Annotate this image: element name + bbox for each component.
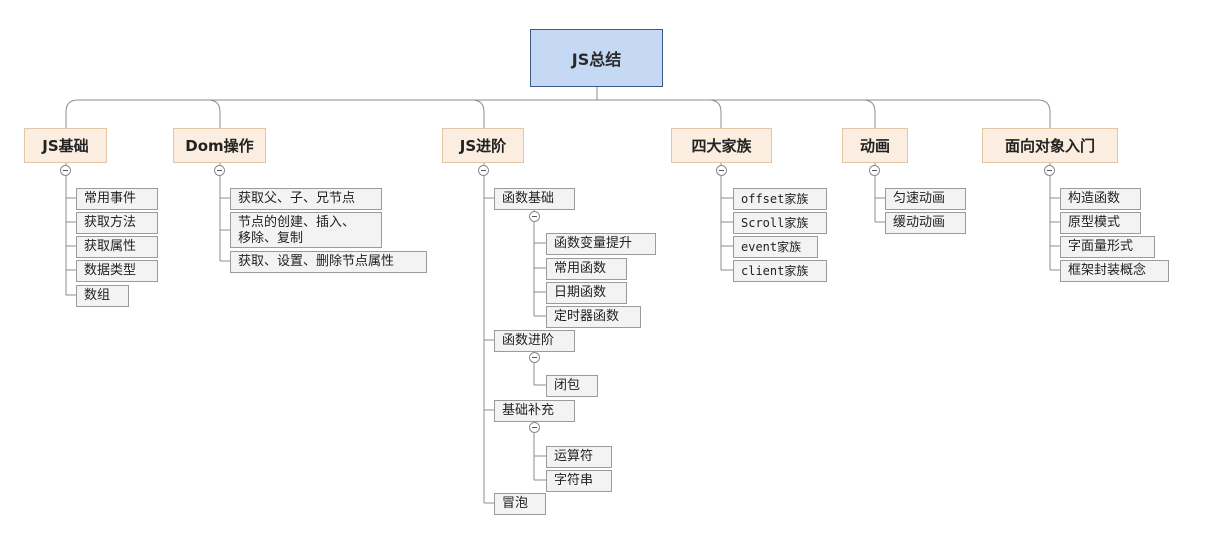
category-label: JS进阶 — [459, 137, 507, 155]
leaf-node[interactable]: 缓动动画 — [885, 212, 966, 234]
category-animation[interactable]: 动画 — [842, 128, 908, 163]
category-connector — [65, 99, 79, 128]
collapse-icon[interactable] — [60, 165, 71, 176]
leaf-node[interactable]: 框架封装概念 — [1060, 260, 1169, 282]
category-label: 面向对象入门 — [1004, 137, 1095, 155]
category-connector — [471, 99, 485, 128]
category-label: 四大家族 — [691, 137, 752, 155]
category-dom[interactable]: Dom操作 — [173, 128, 266, 163]
leaf-node[interactable]: 字符串 — [546, 470, 612, 492]
category-js-basics[interactable]: JS基础 — [24, 128, 107, 163]
leaf-node[interactable]: 获取方法 — [76, 212, 158, 234]
root-node[interactable]: JS总结 — [530, 29, 663, 87]
category-label: Dom操作 — [185, 137, 254, 155]
leaf-node[interactable]: 数据类型 — [76, 260, 158, 282]
leaf-node[interactable]: 获取、设置、删除节点属性 — [230, 251, 427, 273]
leaf-node[interactable]: 常用事件 — [76, 188, 158, 210]
collapse-icon[interactable] — [716, 165, 727, 176]
leaf-node[interactable]: client家族 — [733, 260, 827, 282]
leaf-node[interactable]: 闭包 — [546, 375, 598, 397]
category-oop[interactable]: 面向对象入门 — [982, 128, 1118, 163]
leaf-node[interactable]: 运算符 — [546, 446, 612, 468]
leaf-node[interactable]: 原型模式 — [1060, 212, 1141, 234]
group-node[interactable]: 冒泡 — [494, 493, 546, 515]
category-connector — [708, 99, 722, 128]
leaf-node[interactable]: 数组 — [76, 285, 129, 307]
collapse-icon[interactable] — [529, 422, 540, 433]
leaf-node[interactable]: 节点的创建、插入、 移除、复制 — [230, 212, 382, 248]
collapse-icon[interactable] — [1044, 165, 1055, 176]
category-connector — [862, 99, 876, 128]
leaf-node[interactable]: 日期函数 — [546, 282, 627, 304]
collapse-icon[interactable] — [869, 165, 880, 176]
group-node[interactable]: 基础补充 — [494, 400, 575, 422]
leaf-node[interactable]: 常用函数 — [546, 258, 627, 280]
leaf-node[interactable]: 获取属性 — [76, 236, 158, 258]
category-js-advanced[interactable]: JS进阶 — [442, 128, 524, 163]
group-node[interactable]: 函数基础 — [494, 188, 575, 210]
leaf-node[interactable]: event家族 — [733, 236, 818, 258]
category-four-families[interactable]: 四大家族 — [671, 128, 772, 163]
category-label: JS基础 — [42, 137, 89, 155]
leaf-node[interactable]: 获取父、子、兄节点 — [230, 188, 382, 210]
category-connector — [1037, 99, 1051, 128]
leaf-node[interactable]: 函数变量提升 — [546, 233, 656, 255]
category-connector — [207, 99, 221, 128]
leaf-node[interactable]: 匀速动画 — [885, 188, 966, 210]
leaf-node[interactable]: 定时器函数 — [546, 306, 641, 328]
leaf-node[interactable]: 字面量形式 — [1060, 236, 1155, 258]
leaf-node[interactable]: 构造函数 — [1060, 188, 1141, 210]
collapse-icon[interactable] — [529, 352, 540, 363]
root-label: JS总结 — [571, 50, 622, 69]
leaf-node[interactable]: Scroll家族 — [733, 212, 827, 234]
category-label: 动画 — [859, 137, 890, 155]
group-node[interactable]: 函数进阶 — [494, 330, 575, 352]
leaf-node[interactable]: offset家族 — [733, 188, 827, 210]
collapse-icon[interactable] — [529, 211, 540, 222]
collapse-icon[interactable] — [214, 165, 225, 176]
collapse-icon[interactable] — [478, 165, 489, 176]
